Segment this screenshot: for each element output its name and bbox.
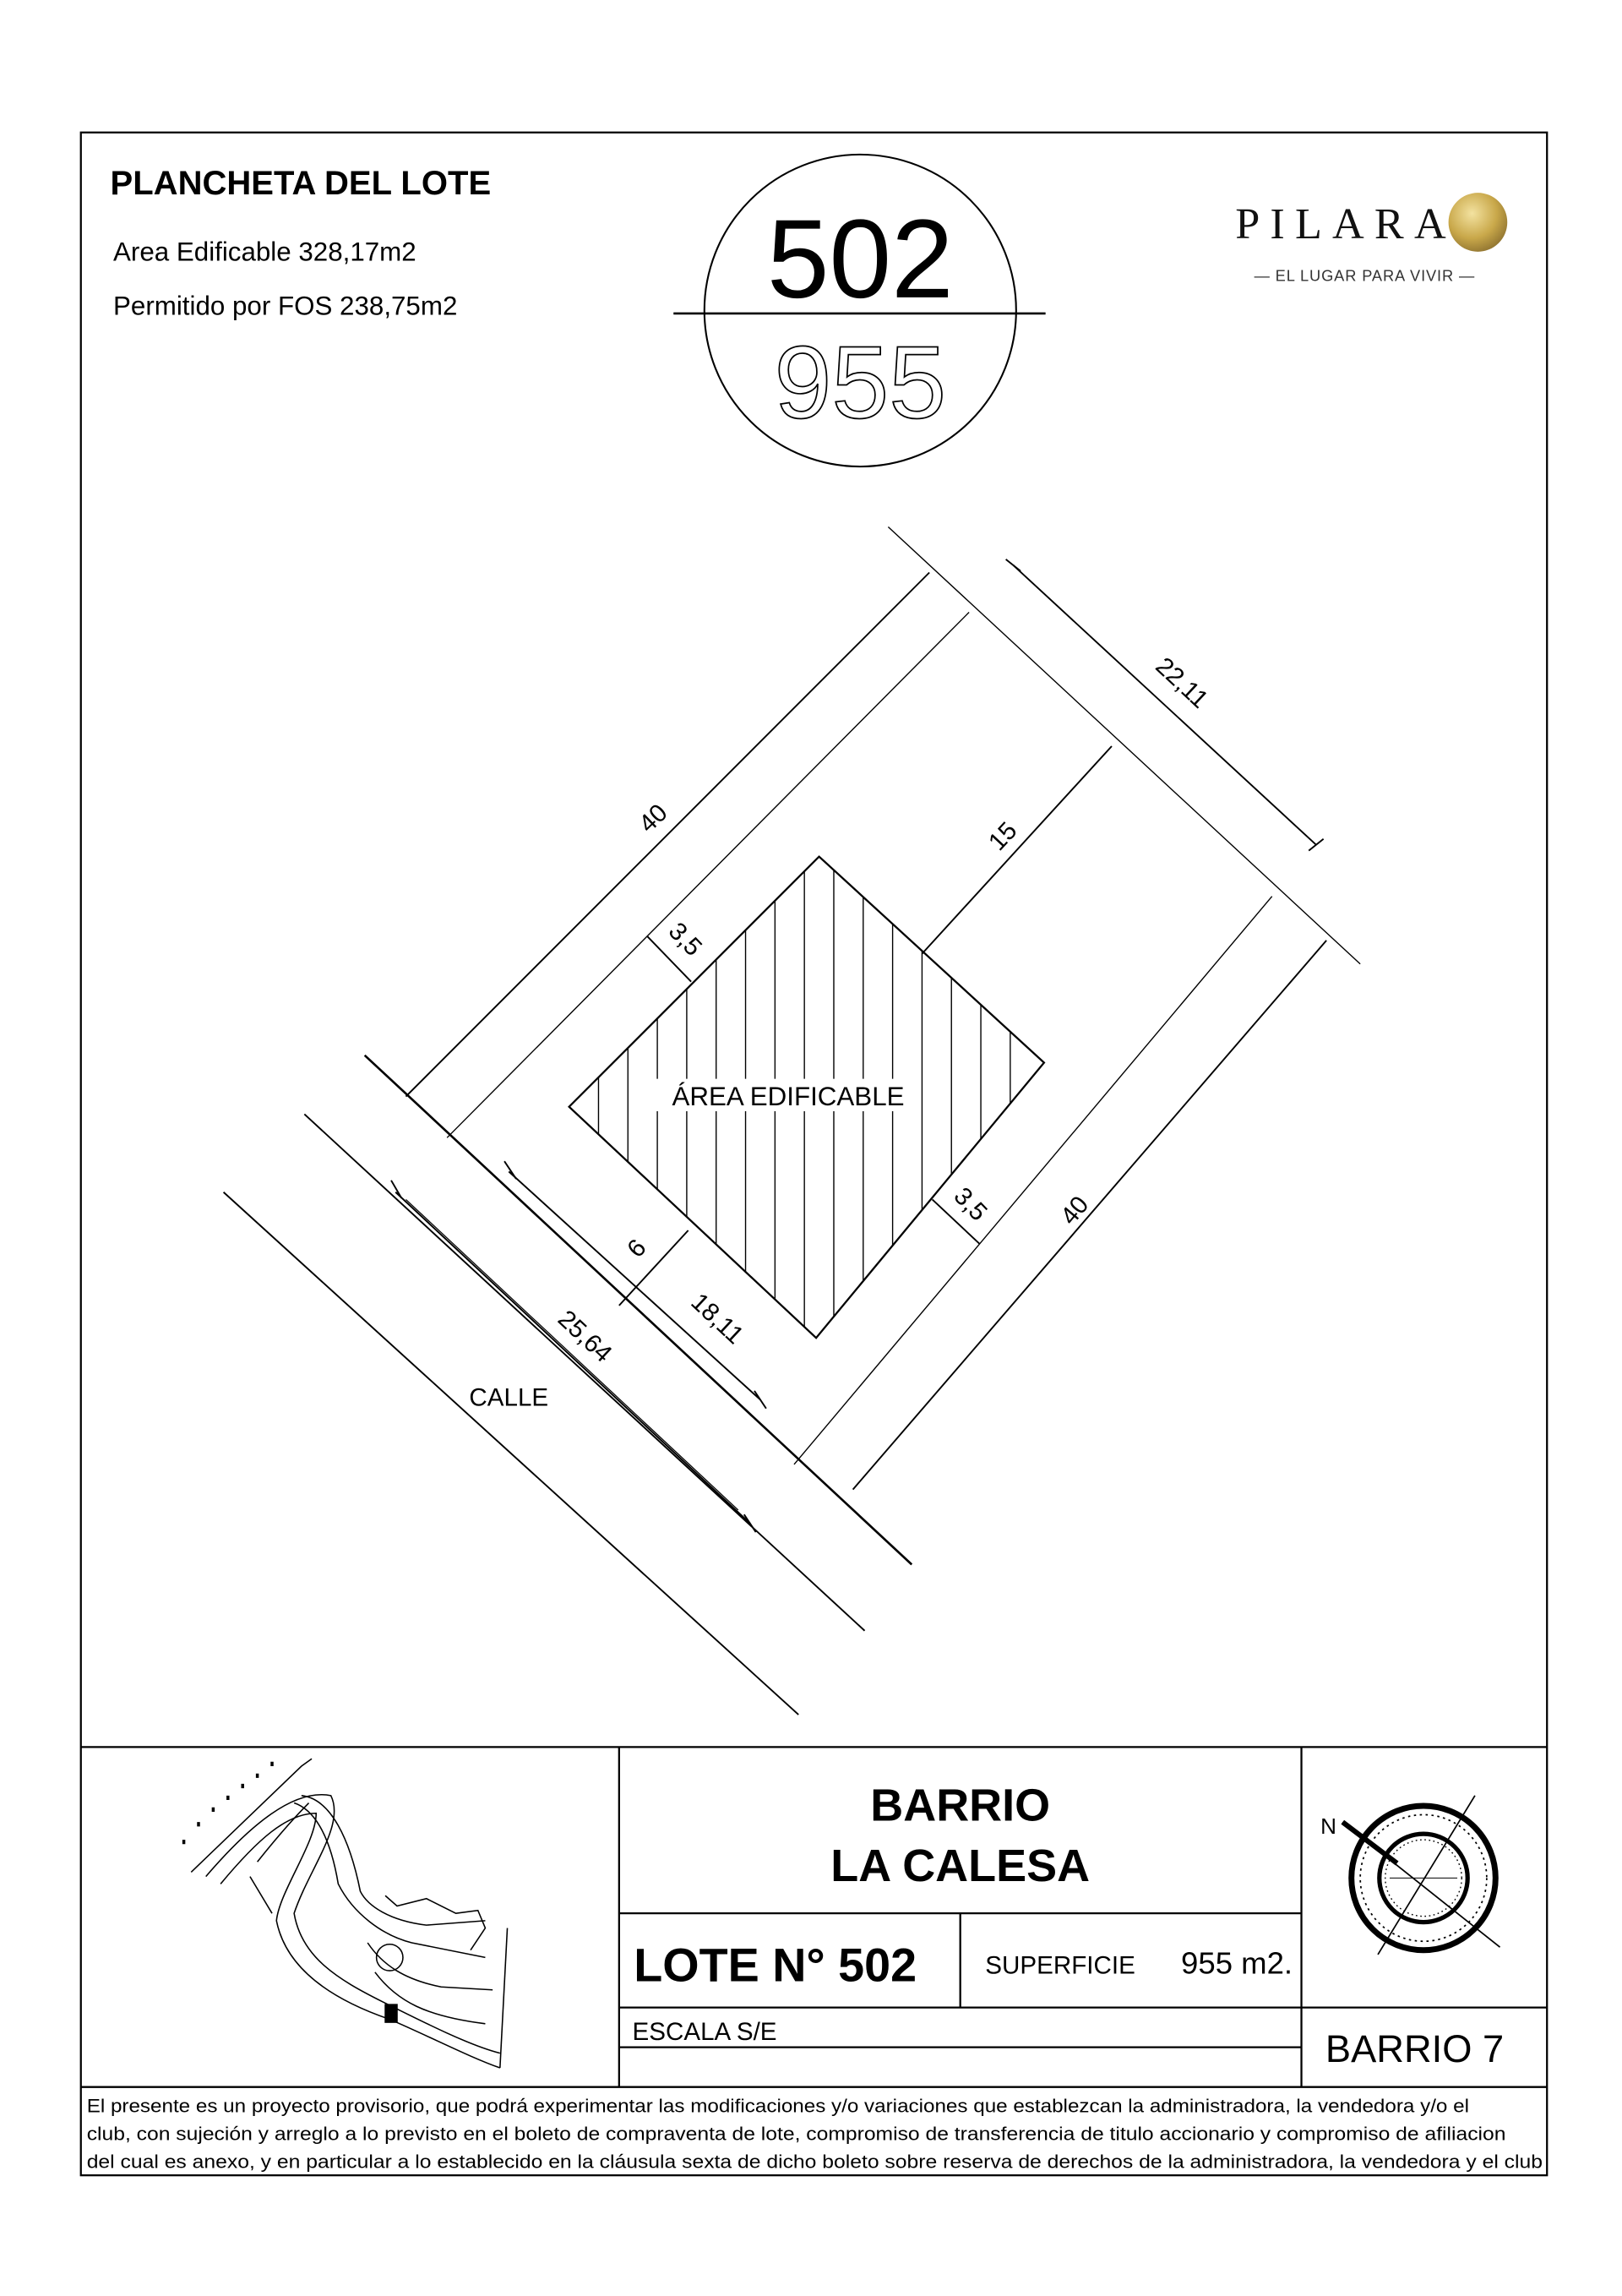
pilara-logo: PILARA — EL LUGAR PARA VIVIR — (1235, 193, 1508, 285)
permitido-fos-text: Permitido por FOS 238,75m2 (113, 292, 457, 321)
dim-left-side: 40 (634, 799, 673, 838)
buildable-area: ÁREA EDIFICABLE (568, 855, 1046, 1339)
logo-tagline: — EL LUGAR PARA VIVIR — (1255, 267, 1476, 285)
lot-badge: 502 955 (673, 153, 1046, 468)
dimension-lines (390, 559, 1327, 1533)
barrio-number: BARRIO 7 (1325, 2027, 1504, 2070)
lot-area: 955 (775, 325, 946, 440)
disclaimer-line-3: del cual es anexo, y en particular a lo … (87, 2151, 1543, 2172)
north-compass-icon: N (1320, 1795, 1501, 1955)
dim-right-side: 40 (1055, 1191, 1094, 1230)
street-line (222, 1192, 799, 1715)
logo-gold-circle-icon (1448, 193, 1508, 252)
superficie-value: 955 m2. (1181, 1946, 1293, 1981)
dim-side-setback-left: 3,5 (663, 917, 707, 962)
back-lot-line (887, 526, 1361, 965)
area-edificable-text: Area Edificable 328,17m2 (113, 237, 416, 266)
street-label: CALLE (469, 1383, 548, 1411)
barrio-title: BARRIO (870, 1780, 1050, 1830)
right-lot-line (793, 896, 1273, 1465)
left-lot-line (446, 612, 970, 1138)
logo-name: PILARA (1235, 199, 1456, 248)
lot-number: 502 (767, 197, 954, 322)
disclaimer-line-1: El presente es un proyecto provisorio, q… (87, 2095, 1469, 2116)
site-map-thumbnail (182, 1758, 509, 2069)
north-label: N (1320, 1813, 1336, 1839)
disclaimer-line-2: club, con sujeción y arreglo a lo previs… (87, 2123, 1506, 2144)
superficie-label: SUPERFICIE (985, 1952, 1135, 1980)
sheet-title: PLANCHETA DEL LOTE (111, 165, 492, 202)
dim-front: 25,64 (552, 1305, 618, 1368)
barrio-name: LA CALESA (830, 1841, 1090, 1891)
front-lot-line (363, 1054, 913, 1566)
sheet-frame (79, 131, 1549, 2177)
dim-front-setback: 6 (622, 1234, 651, 1263)
escala-label: ESCALA S/E (633, 2018, 777, 2046)
title-block-grid (80, 1746, 1548, 2088)
street-line (303, 1113, 866, 1632)
buildable-area-label: ÁREA EDIFICABLE (672, 1082, 905, 1111)
dim-back: 22,11 (1151, 652, 1214, 714)
lote-number-label: LOTE N° 502 (634, 1939, 917, 1991)
